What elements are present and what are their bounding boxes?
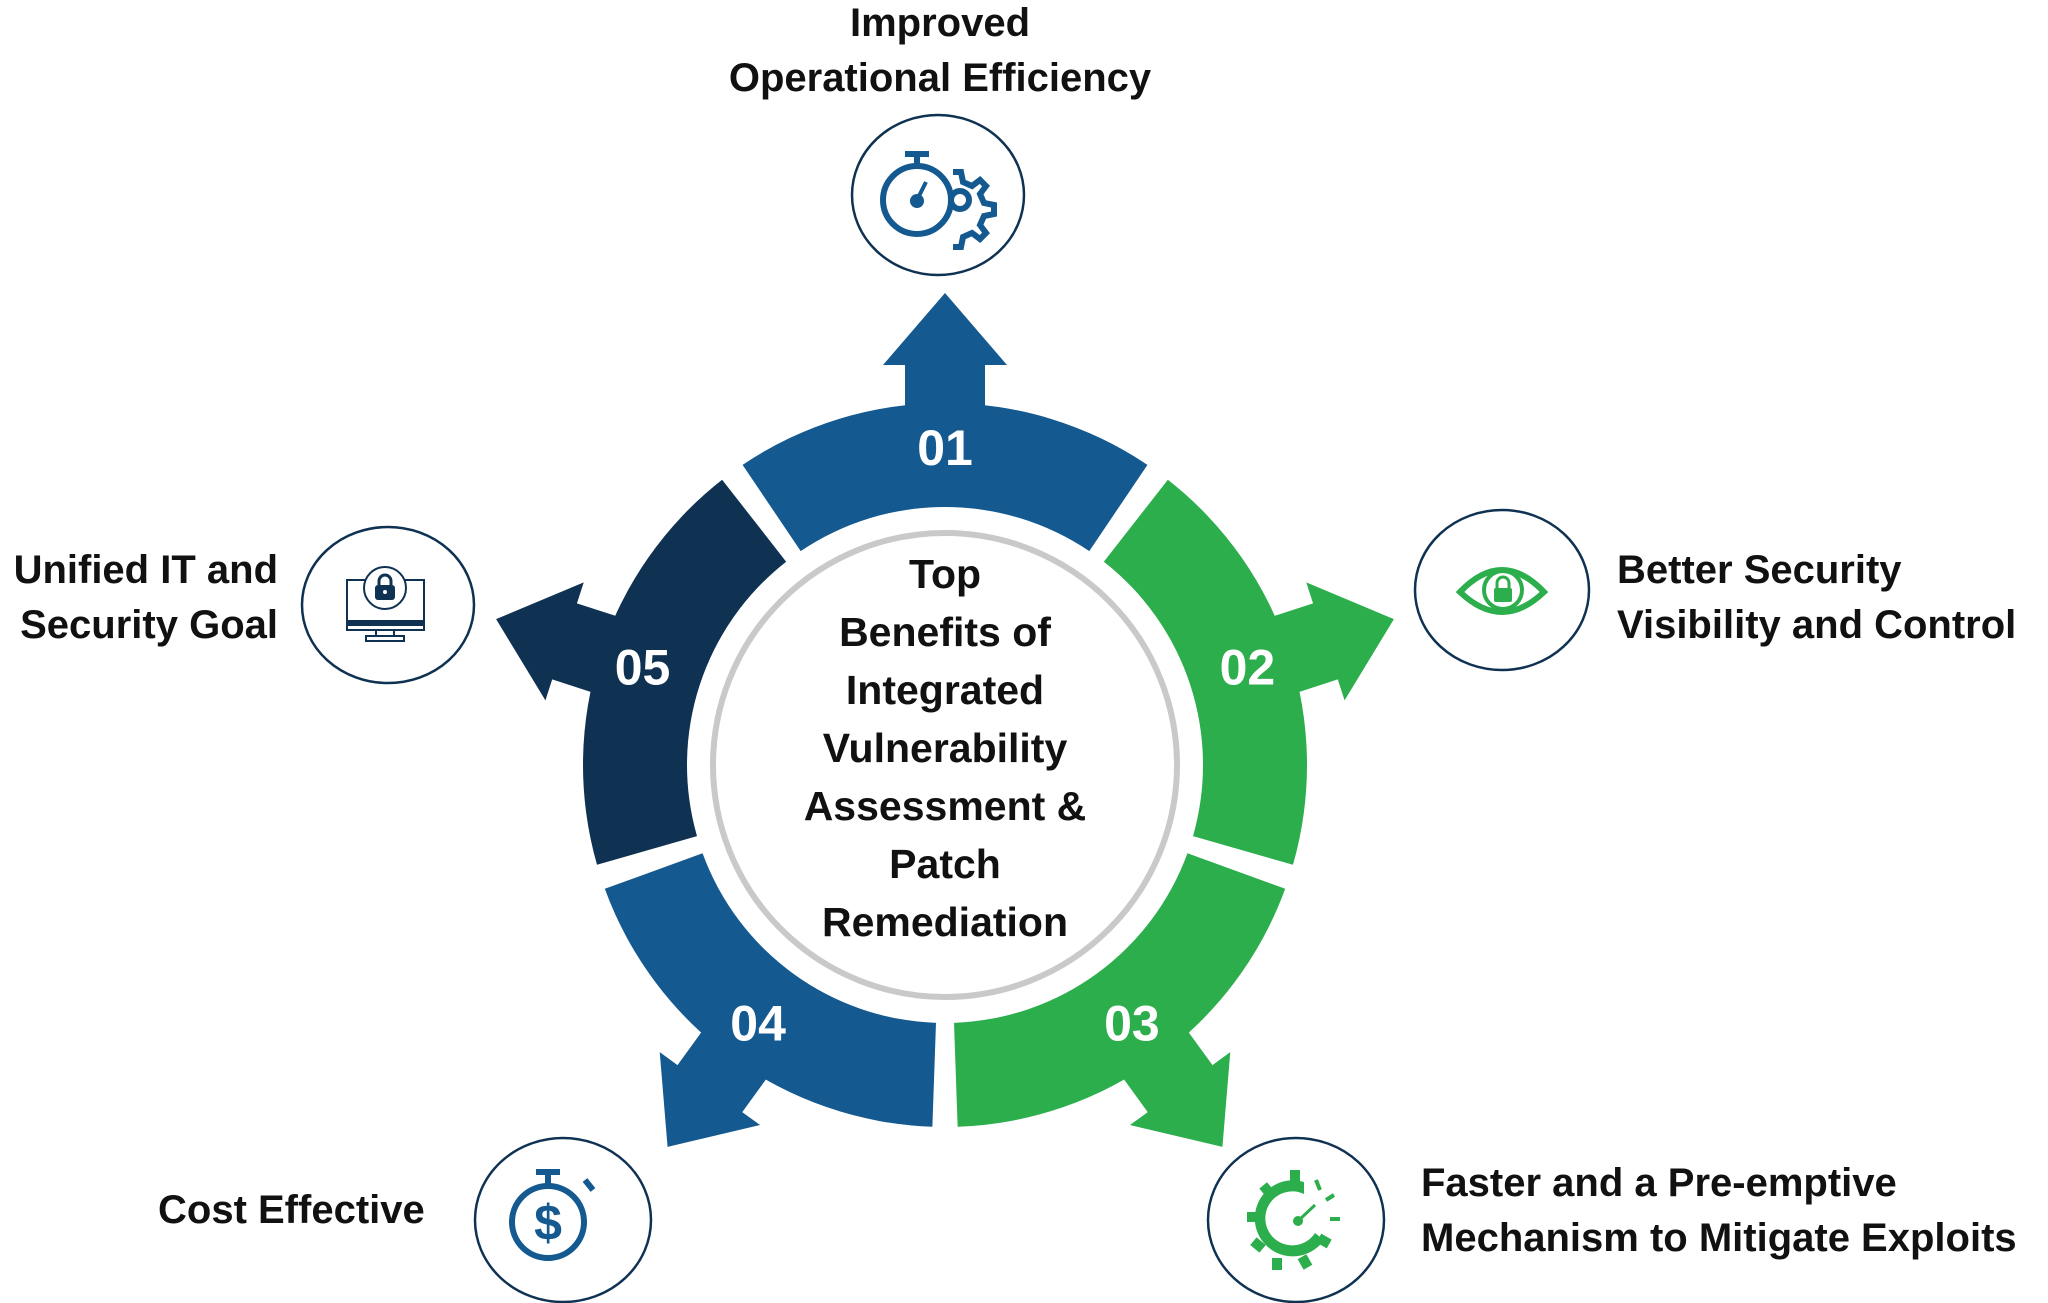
benefit-label-line: Cost Effective xyxy=(158,1188,425,1232)
benefit-label-line: Mechanism to Mitigate Exploits xyxy=(1421,1216,2017,1260)
benefit-label-01: Improved Operational Efficiency xyxy=(715,0,1165,106)
ring-segment-04 xyxy=(604,853,936,1127)
segment-arrow-02 xyxy=(1267,582,1394,701)
icon-badge-01 xyxy=(850,113,1026,277)
benefit-label-line: Better Security xyxy=(1617,548,1902,592)
center-title-line: Integrated xyxy=(845,667,1045,713)
segment-number-02: 02 xyxy=(1220,640,1276,696)
benefit-label-05: Unified IT and Security Goal xyxy=(0,543,278,653)
icon-badge-05 xyxy=(300,525,476,685)
benefit-label-line: Unified IT and xyxy=(13,548,278,592)
segment-arrow-04 xyxy=(659,1026,771,1147)
stopwatch-dollar-icon: $ xyxy=(509,1169,596,1261)
icon-badge-03 xyxy=(1206,1136,1386,1303)
segment-number-05: 05 xyxy=(615,640,671,696)
icon-badge-04: $ xyxy=(473,1136,653,1303)
segment-arrow-05 xyxy=(496,582,623,701)
segment-numbers: 01 02 03 04 05 xyxy=(615,420,1275,1051)
benefit-label-line: Operational Efficiency xyxy=(728,56,1152,100)
benefit-label-03: Faster and a Pre-emptive Mechanism to Mi… xyxy=(1421,1156,2017,1266)
benefit-label-02: Better Security Visibility and Control xyxy=(1617,543,2016,653)
ring-segment-05 xyxy=(583,479,787,865)
ring-segment-01 xyxy=(742,403,1148,552)
stopwatch-gear-icon xyxy=(880,151,997,250)
segment-number-03: 03 xyxy=(1104,995,1160,1051)
benefit-label-line: Improved xyxy=(849,1,1031,45)
icon-badge-02 xyxy=(1413,508,1591,672)
center-title: Top Benefits of Integrated Vulnerability… xyxy=(715,545,1175,951)
center-circle xyxy=(710,530,1180,1000)
gear-speedometer-icon xyxy=(1247,1170,1340,1270)
ring-segments xyxy=(496,293,1394,1147)
ring-segment-03 xyxy=(954,853,1286,1127)
segment-arrow-03 xyxy=(1119,1026,1231,1147)
center-title-line: Patch xyxy=(889,841,1001,887)
benefit-label-line: Faster and a Pre-emptive xyxy=(1421,1161,1897,1205)
center-title-line: Vulnerability xyxy=(822,725,1068,771)
segment-number-04: 04 xyxy=(730,995,786,1051)
benefit-label-04: Cost Effective xyxy=(158,1183,425,1238)
svg-text:$: $ xyxy=(534,1195,562,1251)
segment-number-01: 01 xyxy=(917,420,973,476)
benefit-label-line: Security Goal xyxy=(20,603,278,647)
ring-segment-02 xyxy=(1103,479,1307,865)
eye-lock-icon xyxy=(1455,567,1549,615)
monitor-lock-icon xyxy=(346,566,425,642)
center-title-line: Benefits of xyxy=(839,609,1051,655)
center-title-line: Top xyxy=(908,551,982,597)
segment-arrow-01 xyxy=(883,293,1007,413)
benefit-label-line: Visibility and Control xyxy=(1617,603,2017,647)
center-title-line: Remediation xyxy=(821,899,1069,945)
center-title-line: Assessment & xyxy=(803,783,1087,829)
